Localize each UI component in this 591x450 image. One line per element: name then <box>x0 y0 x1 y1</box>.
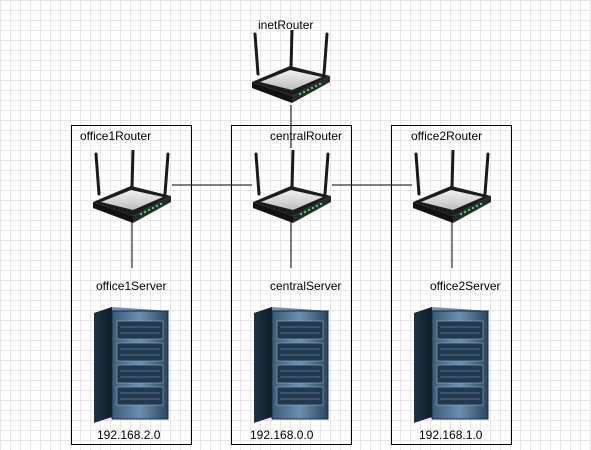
server-office1server[interactable] <box>92 305 172 425</box>
server-icon <box>414 307 490 423</box>
server-office2server[interactable] <box>412 305 492 425</box>
server-centralserver[interactable] <box>252 305 332 425</box>
label-office1server: office1Server <box>96 279 167 293</box>
router-inetrouter[interactable] <box>250 28 332 105</box>
router-icon <box>93 148 171 223</box>
router-office1router[interactable] <box>91 148 173 225</box>
network-office1: 192.168.2.0 <box>97 428 161 442</box>
network-central: 192.168.0.0 <box>250 428 314 442</box>
label-office1router: office1Router <box>80 129 152 143</box>
server-icon <box>254 307 330 423</box>
label-centralserver: centralServer <box>270 279 342 293</box>
router-icon <box>253 148 331 223</box>
label-office2router: office2Router <box>411 129 483 143</box>
router-icon <box>252 28 330 103</box>
router-office2router[interactable] <box>411 148 493 225</box>
office1-network-box <box>71 125 192 445</box>
office2-network-box <box>391 125 512 445</box>
label-office2server: office2Server <box>430 279 501 293</box>
network-office2: 192.168.1.0 <box>419 428 483 442</box>
label-centralrouter: centralRouter <box>270 129 343 143</box>
label-inetrouter: inetRouter <box>258 18 314 32</box>
router-icon <box>413 148 491 223</box>
server-icon <box>94 307 170 423</box>
router-centralrouter[interactable] <box>251 148 333 225</box>
